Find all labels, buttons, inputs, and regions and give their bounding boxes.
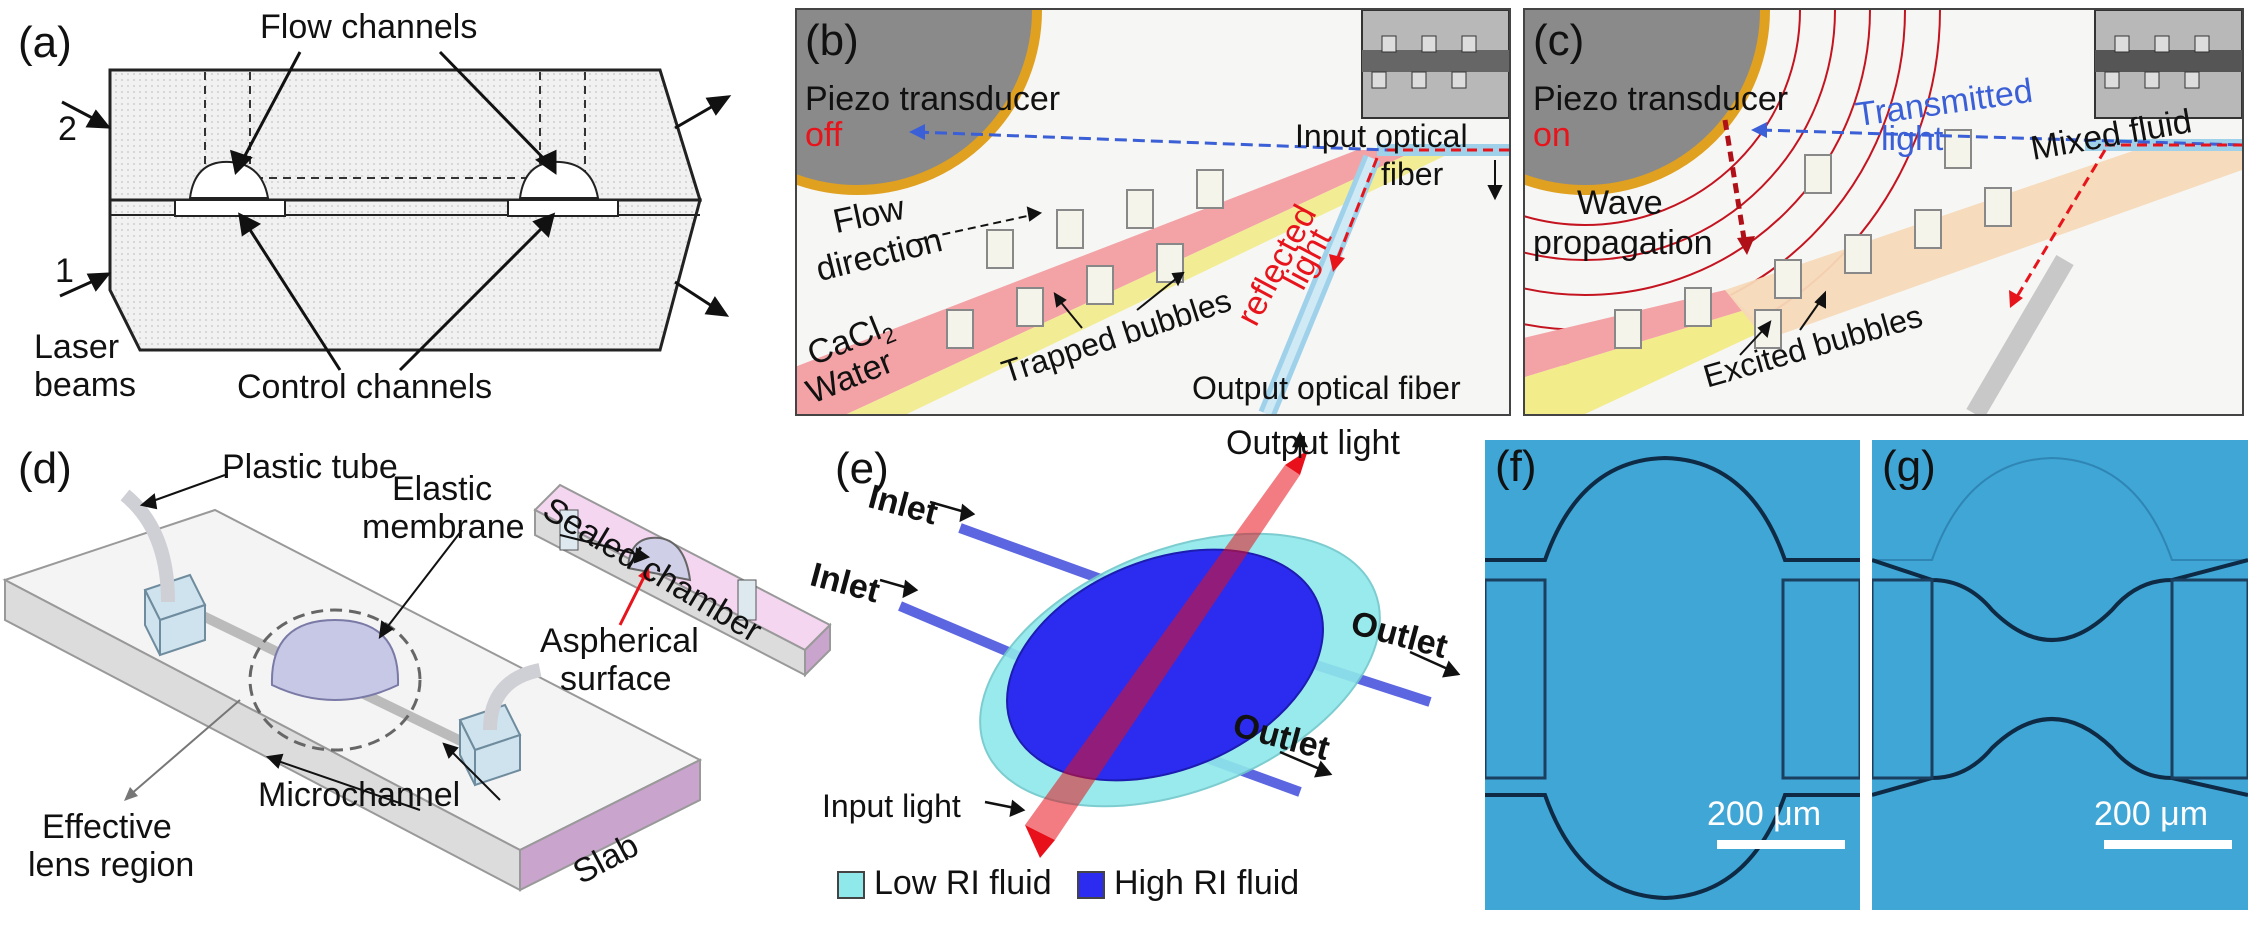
- chip-bottom-layer: [108, 198, 702, 352]
- control-channel-left: [174, 199, 286, 217]
- trapped-bubbles: [946, 169, 1224, 349]
- piezo-state-off: off: [805, 116, 843, 154]
- channel-wall-top: [1872, 456, 2248, 561]
- panel-a-label: (a): [18, 18, 72, 67]
- transmitted-light-label-2: light: [1881, 120, 1944, 158]
- output-light-label: Output light: [1226, 424, 1400, 462]
- mixed-fluid-band: [1725, 140, 2242, 340]
- red-reflected-ray: [1335, 157, 1379, 261]
- scale-bar-label: 200 μm: [1707, 795, 1822, 833]
- water-band: [797, 150, 1457, 414]
- piezo-transducer-label: Piezo transducer: [805, 80, 1061, 118]
- elastic-membrane-label-1: Elastic: [392, 470, 493, 508]
- panel-b-diagram: [797, 10, 1509, 414]
- panel-e: (e) Output light Inlet Inlet Outlet Outl…: [806, 424, 1490, 926]
- panel-g-micrograph: [1872, 456, 2248, 849]
- piezo-disc: [1525, 10, 1770, 195]
- piezo-transducer-label: Piezo transducer: [1533, 80, 1789, 118]
- effective-lens-region: [248, 608, 422, 752]
- light-beam: [1025, 465, 1300, 840]
- transmitted-ray: [1759, 128, 2242, 147]
- blue-dashed-ray: [916, 130, 1388, 152]
- flow-channels-label: Flow channels: [260, 8, 478, 46]
- panel-e-label: (e): [835, 444, 889, 493]
- piezo-disc: [797, 10, 1042, 195]
- panel-c: (c) Piezo transducer on Transmitted ligh…: [1523, 8, 2244, 416]
- panel-f-label: (f): [1495, 442, 1537, 491]
- plastic-tube-right: [483, 663, 542, 731]
- panel-a: (a) Flow channels Control channels 2 1 L…: [0, 0, 770, 420]
- legend-high-ri-swatch: [1077, 871, 1105, 899]
- control-channel-right: [507, 199, 619, 217]
- aspherical-surface-label-1: Aspherical: [540, 622, 699, 660]
- effective-lens-label-1: Effective: [42, 808, 172, 846]
- inlet-connector: [143, 573, 207, 657]
- legend-high-ri-label: High RI fluid: [1114, 864, 1300, 902]
- input-fiber-label-2: fiber: [1381, 156, 1444, 192]
- panel-c-diagram: [1525, 10, 2242, 414]
- legend-low-ri-label: Low RI fluid: [874, 864, 1052, 902]
- panel-d: (d) Plastic tube Elastic membrane Sealed…: [0, 430, 870, 926]
- valve-right: [1781, 578, 1860, 780]
- panel-g-label: (g): [1882, 442, 1936, 491]
- panel-b: (b) Piezo transducer off Input optical f…: [795, 8, 1511, 416]
- channel-wall-top: [1485, 455, 1860, 562]
- water-band: [1525, 310, 1765, 414]
- output-optical-fiber: [1966, 254, 2074, 414]
- valve-left: [1872, 578, 1934, 780]
- panel-d-label: (d): [18, 444, 72, 493]
- deflected-membrane-top: [1872, 558, 2248, 642]
- input-light-label: Input light: [822, 788, 961, 824]
- panel-b-label: (b): [805, 16, 859, 65]
- beam-2-label: 2: [58, 110, 77, 148]
- scale-bar: [1717, 840, 1845, 849]
- piezo-state-on: on: [1533, 116, 1571, 154]
- aspherical-surface-label-2: surface: [560, 660, 672, 698]
- laser-beams-label-2: beams: [34, 366, 137, 404]
- plastic-tube-label: Plastic tube: [222, 448, 398, 486]
- deflected-membrane-bottom: [1872, 717, 2248, 797]
- valve-right: [2170, 578, 2248, 780]
- elastic-membrane-label-2: membrane: [362, 508, 525, 546]
- panel-a-diagram: [59, 50, 732, 372]
- flow-channel-left: [188, 160, 270, 199]
- panel-c-label: (c): [1533, 16, 1585, 65]
- slab-side: [519, 758, 701, 892]
- legend-low-ri-swatch: [837, 871, 865, 899]
- control-channels-label: Control channels: [237, 368, 493, 406]
- wave-propagation-label-1: Wave: [1577, 184, 1663, 222]
- laser-beams-label-1: Laser: [34, 328, 120, 366]
- wave-propagation-arrow: [1722, 119, 1748, 246]
- effective-lens-label-2: lens region: [28, 846, 195, 884]
- output-fiber-label: Output optical fiber: [1192, 370, 1461, 406]
- flow-channel-right: [518, 160, 600, 199]
- panel-f: (f) 200 μm: [1485, 440, 1860, 910]
- beam-1-label: 1: [55, 252, 74, 290]
- panel-e-diagram: [837, 431, 1461, 899]
- panel-d-diagram: [2, 474, 832, 892]
- plastic-tube-left: [120, 489, 175, 603]
- panel-g: (g) 200 μm: [1872, 440, 2248, 910]
- panel-f-micrograph: [1485, 455, 1860, 901]
- valve-left: [1485, 578, 1547, 780]
- microchannel-label: Microchannel: [258, 776, 461, 814]
- wave-propagation-label-2: propagation: [1533, 224, 1713, 262]
- scale-bar-label: 200 μm: [2094, 795, 2209, 833]
- scale-bar: [2104, 840, 2232, 849]
- dome-lens: [270, 618, 400, 701]
- input-fiber-label-1: Input optical: [1295, 118, 1468, 154]
- aspherical-dome: [626, 536, 692, 582]
